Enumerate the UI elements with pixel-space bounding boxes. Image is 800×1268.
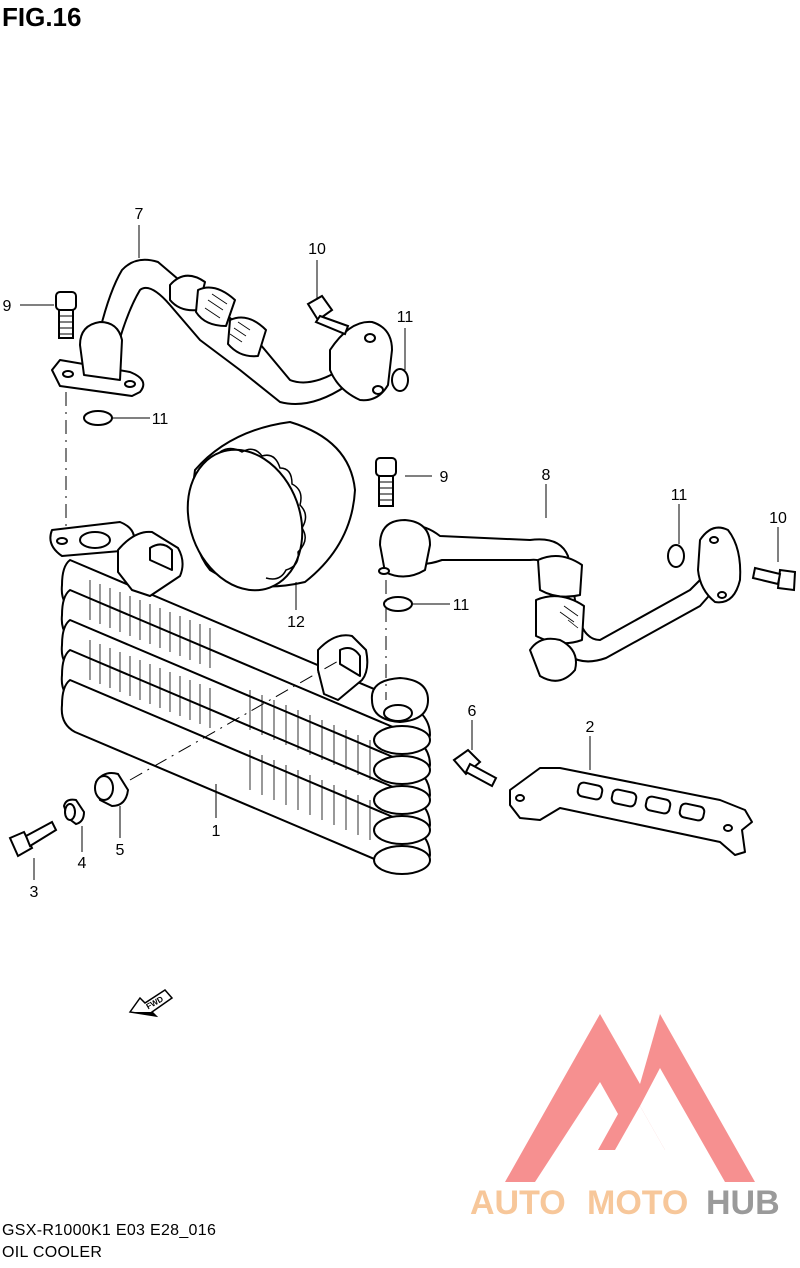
watermark-brand-auto: AUTO	[470, 1184, 566, 1222]
callout-11: 11	[671, 487, 688, 504]
automotohub-watermark-logo	[505, 1014, 755, 1182]
callout-9: 9	[440, 469, 449, 486]
callout-5: 5	[116, 842, 125, 859]
bolt-3	[8, 820, 58, 858]
callout-6: 6	[468, 703, 477, 720]
oil-cooler-radiator	[49, 521, 431, 875]
callout-12: 12	[287, 614, 305, 631]
grommet-5	[94, 772, 130, 808]
bolt-9-left	[55, 291, 77, 339]
watermark-brand-moto: MOTO	[587, 1184, 688, 1222]
callout-3: 3	[30, 884, 39, 901]
bolt-10-upper	[306, 294, 350, 336]
oil-pipe-lower	[378, 519, 742, 682]
cooler-bracket	[509, 767, 753, 856]
callout-9: 9	[3, 298, 12, 315]
oil-pipe-upper	[51, 258, 393, 405]
figure-title: FIG.16	[2, 2, 82, 32]
bolt-6	[452, 748, 498, 788]
callout-4: 4	[78, 855, 87, 872]
callout-1: 1	[212, 823, 221, 840]
callout-8: 8	[542, 467, 551, 484]
callout-11: 11	[453, 597, 470, 614]
callout-7: 7	[135, 206, 144, 223]
leader-lines	[20, 225, 779, 880]
bolt-10-right	[751, 566, 797, 592]
model-code: GSX-R1000K1 E03 E28_016	[2, 1222, 217, 1239]
forward-direction-arrow: FWD	[128, 989, 174, 1018]
bolt-9-center	[375, 457, 397, 507]
watermark-brand-hub: HUB	[706, 1184, 780, 1222]
callout-2: 2	[586, 719, 595, 736]
section-name: OIL COOLER	[2, 1244, 103, 1261]
collar-4	[62, 798, 86, 826]
oil-filter	[186, 420, 357, 592]
callout-10: 10	[769, 510, 787, 527]
callout-10: 10	[308, 241, 326, 258]
callout-11: 11	[397, 309, 414, 326]
o-rings	[83, 368, 685, 612]
callout-11: 11	[152, 411, 169, 428]
